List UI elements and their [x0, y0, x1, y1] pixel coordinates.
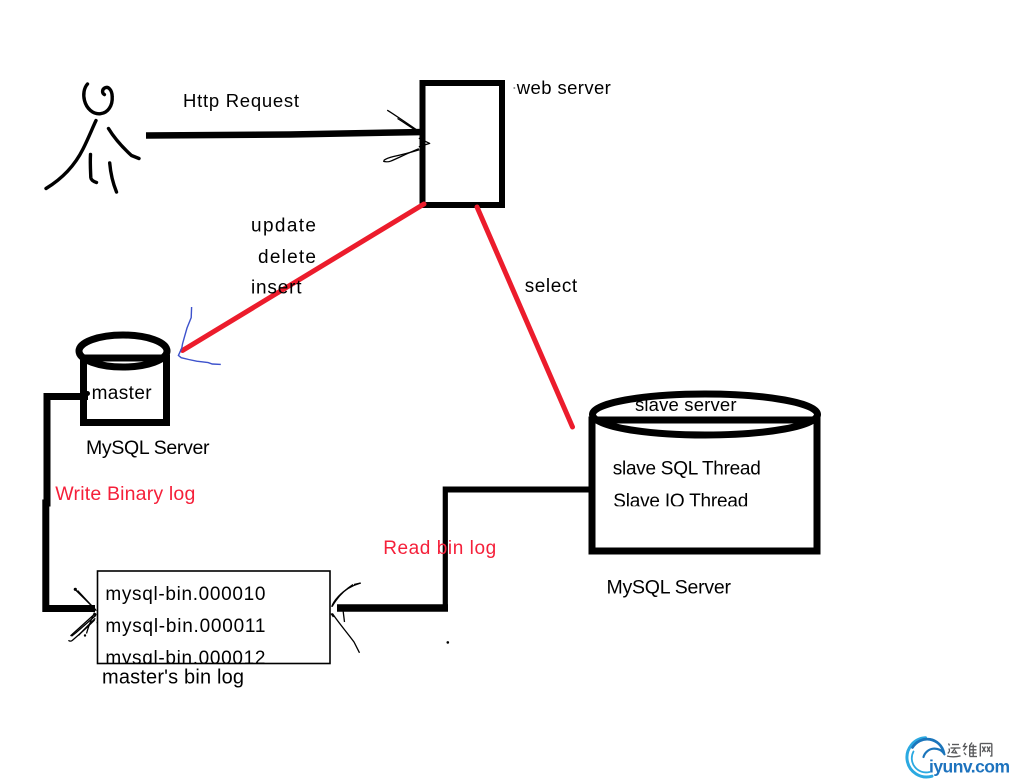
svg-text:MySQL Server: MySQL Server	[86, 437, 210, 459]
svg-text:mysql-bin.000011: mysql-bin.000011	[105, 616, 265, 637]
svg-text:slave SQL Thread: slave SQL Thread	[613, 459, 761, 480]
svg-text:Read bin log: Read bin log	[383, 538, 496, 559]
svg-text:master's bin log: master's bin log	[102, 667, 244, 689]
svg-text:slave server: slave server	[635, 394, 737, 415]
svg-text:select: select	[525, 276, 578, 297]
svg-text:mysql-bin.000010: mysql-bin.000010	[105, 584, 265, 605]
svg-text:delete: delete	[258, 247, 316, 268]
svg-text:iyunv.com: iyunv.com	[929, 757, 1010, 777]
svg-text:web server: web server	[516, 77, 611, 98]
svg-text:Write Binary log: Write Binary log	[55, 483, 195, 505]
svg-text:mysql-bin.000012: mysql-bin.000012	[105, 648, 265, 669]
svg-text:update: update	[251, 216, 316, 237]
svg-text:master: master	[92, 383, 153, 404]
svg-text:Http Request: Http Request	[183, 90, 299, 111]
svg-text:MySQL Server: MySQL Server	[607, 577, 732, 599]
svg-text:insert: insert	[251, 278, 302, 299]
